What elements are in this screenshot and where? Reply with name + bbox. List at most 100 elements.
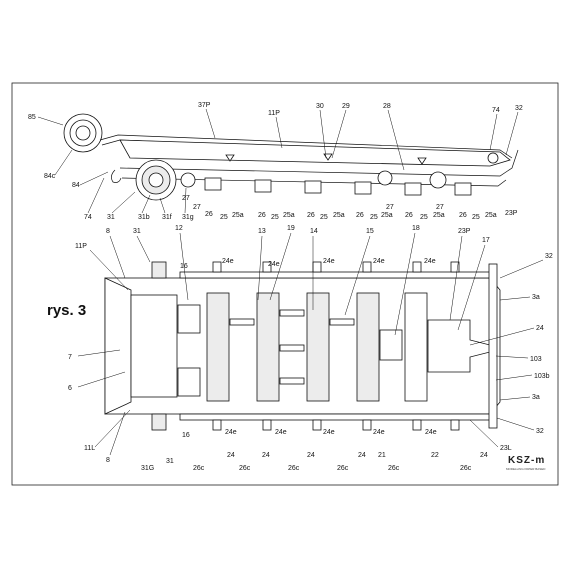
bogie-1 [204, 177, 222, 191]
side-detail-1 [225, 154, 235, 162]
label-25-1: 25 [220, 214, 228, 221]
tlabel-24e-4: 24e [373, 258, 385, 265]
sprocket-hub-bottom [151, 413, 167, 431]
deck-hatch-upper [177, 304, 201, 334]
label-30: 30 [316, 103, 324, 110]
label-25a-5: 25a [433, 212, 445, 219]
label-29: 29 [342, 103, 350, 110]
label-26-5: 26 [405, 212, 413, 219]
tlabel-16-inner: 16 [182, 432, 190, 439]
axle-bottom-4 [362, 419, 372, 431]
blabel-24-3: 24 [307, 452, 315, 459]
axle-bottom-6 [450, 419, 460, 431]
axle-top-6 [450, 261, 460, 273]
brand-subtitle: MODELLING PAPER BASED [506, 467, 546, 471]
track-strip-top [179, 271, 491, 279]
label-25-6: 25 [472, 214, 480, 221]
drive-sprocket-hub [148, 172, 164, 188]
axle-bottom-3 [312, 419, 322, 431]
axle-top-4 [362, 261, 372, 273]
deck-hatch-lower [177, 367, 201, 397]
track-lower-run-2 [121, 177, 507, 187]
return-roller-4 [487, 152, 499, 164]
tlabel-23P: 23P [458, 228, 471, 235]
label-27-a: 27 [182, 195, 190, 202]
axle-bottom-2 [262, 419, 272, 431]
blabel-26c-1: 26c [193, 465, 205, 472]
axle-top-3 [312, 261, 322, 273]
tlabel-103b: 103b [534, 373, 550, 380]
label-26-4: 26 [356, 212, 364, 219]
label-26-6: 26 [459, 212, 467, 219]
tlabel-23L: 23L [500, 445, 512, 452]
tlabel-24e-b2: 24e [275, 429, 287, 436]
strut-4 [279, 377, 305, 385]
front-plate [104, 277, 132, 415]
label-26-3: 26 [307, 212, 315, 219]
axle-top-1 [212, 261, 222, 273]
label-84c: 84c [44, 173, 56, 180]
return-roller-2 [377, 170, 393, 186]
label-32: 32 [515, 105, 523, 112]
axle-bottom-1 [212, 419, 222, 431]
tlabel-24e-1: 24e [222, 258, 234, 265]
label-25-3: 25 [320, 214, 328, 221]
label-27-d: 27 [436, 204, 444, 211]
top-view: rys. 3 8 31 12 16 24e 24e 13 19 14 24e 1… [47, 225, 553, 472]
sheet-frame [11, 82, 559, 486]
bogie-2 [254, 179, 272, 193]
sprocket-hub-top [151, 261, 167, 279]
torsion-housing-1 [206, 292, 230, 402]
tlabel-15: 15 [366, 228, 374, 235]
blabel-26c-4: 26c [337, 465, 349, 472]
side-view: 37P 11P 30 29 28 74 32 85 84c 84 74 31 3… [28, 102, 523, 221]
tlabel-18: 18 [412, 225, 420, 232]
track-strip-bottom [179, 413, 491, 421]
tlabel-24e-3: 24e [323, 258, 335, 265]
bogie-5 [404, 182, 422, 196]
blabel-26c-3: 26c [288, 465, 300, 472]
tlabel-24-right: 24 [536, 325, 544, 332]
torsion-housing-4 [356, 292, 380, 402]
tlabel-24e-2: 24e [268, 261, 280, 268]
axle-bottom-5 [412, 419, 422, 431]
label-25-5: 25 [420, 214, 428, 221]
tow-hook [111, 169, 122, 183]
torsion-housing-5 [404, 292, 428, 402]
label-11P: 11P [268, 110, 280, 117]
label-31: 31 [107, 214, 115, 221]
leaders-top [77, 232, 544, 456]
bogie-3 [304, 180, 322, 194]
axle-top-2 [262, 261, 272, 273]
track-lower-run [119, 149, 519, 177]
label-74-bottom: 74 [84, 214, 92, 221]
strut-5 [329, 318, 355, 326]
return-roller-1 [180, 172, 196, 188]
label-31b: 31b [138, 214, 150, 221]
blabel-22: 22 [431, 452, 439, 459]
tlabel-12: 12 [175, 225, 183, 232]
blabel-24-5: 24 [480, 452, 488, 459]
label-26-1: 26 [205, 211, 213, 218]
blabel-26c-5: 26c [388, 465, 400, 472]
label-25a-1: 25a [232, 212, 244, 219]
label-23P: 23P [505, 210, 518, 217]
label-25a-4: 25a [381, 212, 393, 219]
blabel-31: 31 [166, 458, 174, 465]
torsion-housing-3 [306, 292, 330, 402]
tlabel-31: 31 [133, 228, 141, 235]
engine-deck [130, 294, 178, 398]
label-85: 85 [28, 114, 36, 121]
tlabel-24e-b3: 24e [323, 429, 335, 436]
tlabel-8: 8 [106, 228, 110, 235]
idler-wheel-hub [75, 125, 91, 141]
label-31g: 31g [182, 214, 194, 221]
label-37P: 37P [198, 102, 211, 109]
blabel-21: 21 [378, 452, 386, 459]
label-27-c: 27 [386, 204, 394, 211]
blabel-26c-6: 26c [460, 465, 472, 472]
label-31f: 31f [162, 214, 172, 221]
label-25a-3: 25a [333, 212, 345, 219]
leaders-side [37, 108, 519, 214]
